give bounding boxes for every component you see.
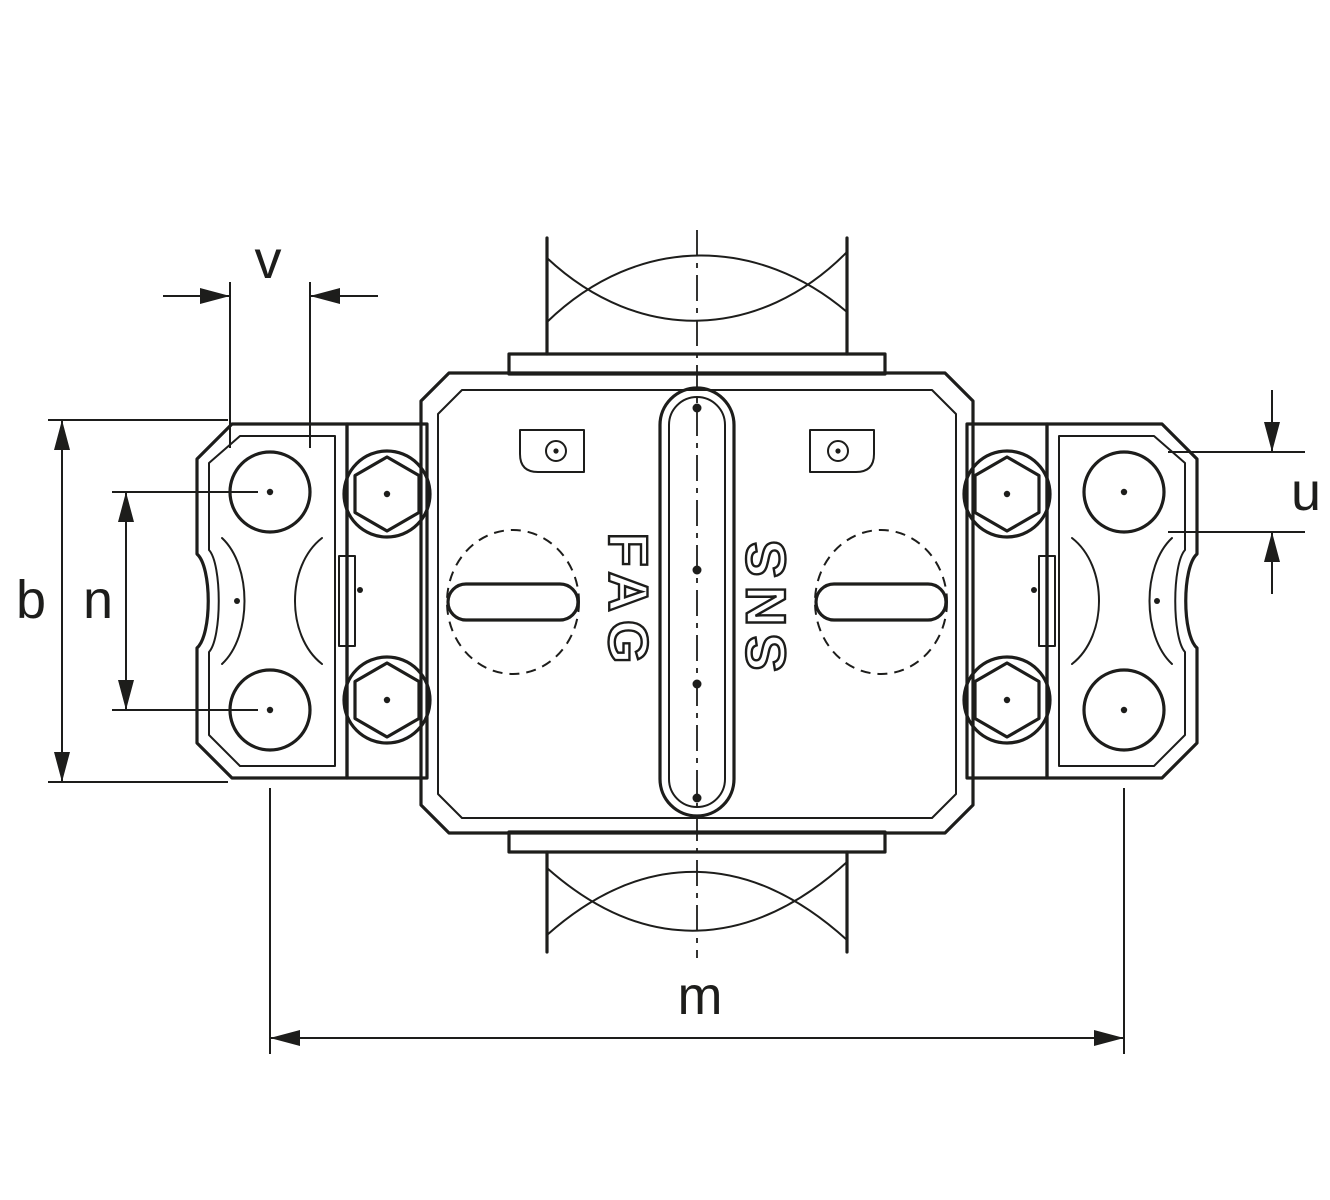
shaft-bottom bbox=[545, 850, 849, 954]
dimension-b: b bbox=[16, 419, 228, 783]
dim-label-n: n bbox=[83, 570, 113, 630]
dimension-v: v bbox=[163, 230, 378, 448]
foot-bolt-hole bbox=[1082, 668, 1166, 752]
capsule-hole bbox=[692, 679, 702, 689]
series-text-sns: SNS bbox=[734, 532, 797, 671]
brand-text-fag: FAG bbox=[597, 532, 660, 671]
right-slotted-plug bbox=[814, 529, 948, 675]
split-cover-capsule bbox=[658, 386, 736, 818]
dimension-m: m bbox=[269, 788, 1125, 1054]
shaft-break-curve bbox=[546, 254, 848, 323]
shaft-break-curve bbox=[546, 870, 848, 941]
right-end-cap bbox=[1045, 422, 1199, 780]
left-end-cap bbox=[195, 422, 349, 780]
shaft-break-curve bbox=[546, 861, 848, 932]
right-lug bbox=[809, 429, 875, 473]
right-cap-inner bbox=[1058, 435, 1186, 767]
dim-label-m: m bbox=[678, 966, 723, 1026]
capsule-outline bbox=[658, 386, 736, 818]
foot-bolt-hole bbox=[1082, 450, 1166, 534]
dimension-n: n bbox=[83, 491, 258, 711]
housing-inner-contour bbox=[437, 389, 957, 819]
housing-body bbox=[419, 352, 975, 854]
right-bolt-column bbox=[962, 422, 1056, 780]
dim-label-b: b bbox=[16, 570, 46, 630]
dimension-u: u bbox=[1168, 390, 1321, 594]
left-cap-inner bbox=[208, 435, 336, 767]
shaft-top bbox=[545, 236, 849, 356]
capsule-inner bbox=[668, 396, 726, 808]
capsule-hole bbox=[692, 793, 702, 803]
dim-label-u: u bbox=[1291, 462, 1321, 522]
shaft-break-curve bbox=[546, 251, 848, 322]
capsule-hole bbox=[692, 403, 702, 413]
dim-label-v: v bbox=[255, 230, 282, 290]
left-bolt-column bbox=[338, 422, 432, 780]
hex-bolt bbox=[962, 449, 1052, 539]
left-slotted-plug bbox=[446, 529, 580, 675]
hex-bolt bbox=[342, 655, 432, 745]
housing-outline bbox=[419, 371, 975, 835]
left-cap-outline bbox=[195, 422, 349, 780]
hex-bolt bbox=[342, 449, 432, 539]
capsule-hole bbox=[692, 565, 702, 575]
left-lug bbox=[519, 429, 585, 473]
hex-bolt bbox=[962, 655, 1052, 745]
right-cap-outline bbox=[1045, 422, 1199, 780]
